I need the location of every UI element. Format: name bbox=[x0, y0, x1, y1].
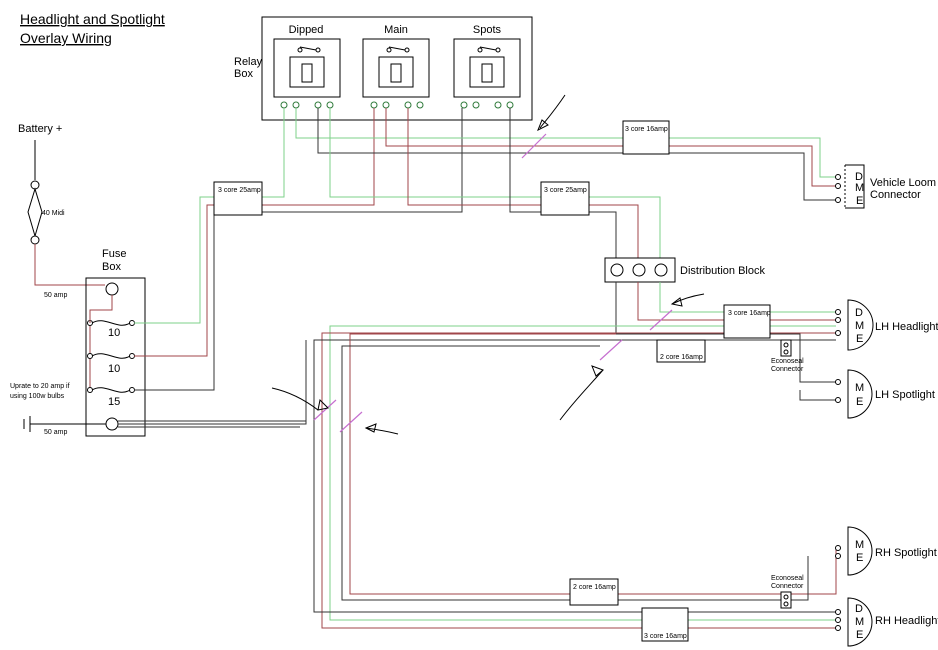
cable-label-3core-16-rh: 3 core 16amp bbox=[641, 607, 689, 642]
relay-main: Main bbox=[362, 24, 430, 98]
cable-label-2core-16-lh: 2 core 16amp bbox=[656, 339, 706, 363]
lh-headlight: D M E LH Headlight bbox=[835, 299, 938, 351]
rh-spotlight-label: RH Spotlight bbox=[875, 547, 937, 559]
fuse-3: 15 bbox=[87, 387, 135, 408]
svg-text:3 core 25amp: 3 core 25amp bbox=[544, 187, 587, 194]
relay-spots-label: Spots bbox=[473, 24, 502, 36]
svg-text:Econoseal: Econoseal bbox=[771, 575, 804, 582]
svg-text:E: E bbox=[856, 333, 863, 345]
relay-box: Relay Box Dipped Main Spots bbox=[234, 16, 533, 121]
svg-text:E: E bbox=[856, 629, 863, 641]
fuse-box-label-line2: Box bbox=[102, 261, 121, 273]
relay-to-loom-wires bbox=[295, 108, 836, 201]
svg-text:E: E bbox=[856, 552, 863, 564]
svg-text:Econoseal: Econoseal bbox=[771, 358, 804, 365]
lh-headlight-label: LH Headlight bbox=[875, 321, 938, 333]
relay-box-label-line1: Relay bbox=[234, 56, 263, 68]
relay-terminals bbox=[280, 101, 514, 109]
svg-text:M: M bbox=[855, 539, 864, 551]
vehicle-loom-connector: D M E Vehicle Loom Connector bbox=[835, 164, 936, 209]
cable-label-2core-16-rh: 2 core 16amp bbox=[569, 578, 619, 606]
fuse-note-line1: Uprate to 20 amp if bbox=[10, 383, 70, 390]
vehicle-loom-label-line2: Connector bbox=[870, 189, 921, 201]
cable-label-3core-16-lh: 3 core 16amp bbox=[723, 304, 771, 339]
svg-text:E: E bbox=[856, 396, 863, 408]
svg-text:Connector: Connector bbox=[771, 583, 804, 590]
fuse-1: 10 bbox=[87, 320, 135, 339]
cable-label-3core-16-top: 3 core 16amp bbox=[622, 120, 670, 155]
lh-spotlight-label: LH Spotlight bbox=[875, 389, 935, 401]
econoseal-connector-lh: Econoseal Connector bbox=[771, 339, 804, 373]
cable-cut-markers bbox=[313, 133, 673, 433]
svg-text:2 core 16amp: 2 core 16amp bbox=[660, 354, 703, 361]
econoseal-connector-rh: Econoseal Connector bbox=[771, 575, 804, 609]
svg-text:2 core 16amp: 2 core 16amp bbox=[573, 584, 616, 591]
svg-text:D: D bbox=[855, 603, 863, 615]
lh-spotlight: M E LH Spotlight bbox=[835, 369, 935, 419]
distribution-block-label: Distribution Block bbox=[680, 265, 765, 277]
svg-text:M: M bbox=[855, 320, 864, 332]
loom-pin-e: E bbox=[856, 195, 863, 207]
svg-text:M: M bbox=[855, 382, 864, 394]
battery-label: Battery + bbox=[18, 123, 62, 135]
relay-box-label-line2: Box bbox=[234, 68, 253, 80]
fuse-note-line2: using 100w bulbs bbox=[10, 393, 65, 400]
cable-label-3core-25-right: 3 core 25amp bbox=[540, 181, 590, 216]
loom-pin-d: D bbox=[855, 171, 863, 183]
relay-dipped: Dipped bbox=[273, 24, 341, 98]
relay-spots: Spots bbox=[453, 24, 521, 98]
svg-text:D: D bbox=[855, 307, 863, 319]
battery-feed: Battery + 40 Midi 50 amp bbox=[18, 123, 105, 299]
fuse-box-label-line1: Fuse bbox=[102, 248, 126, 260]
fuse-to-relay-wires bbox=[134, 108, 463, 391]
distribution-block: Distribution Block bbox=[604, 257, 765, 283]
earth-feed-label: 50 amp bbox=[44, 429, 67, 436]
relay-dipped-label: Dipped bbox=[289, 24, 324, 36]
rh-headlight: D M E RH Headlight bbox=[835, 597, 938, 647]
diagram-title-line2: Overlay Wiring bbox=[20, 30, 112, 46]
loom-pin-m: M bbox=[855, 182, 864, 194]
svg-text:3 core 16amp: 3 core 16amp bbox=[644, 633, 687, 640]
fuse-2-rating: 10 bbox=[108, 363, 120, 375]
distribution-output-wires bbox=[118, 282, 837, 629]
rh-spotlight: M E RH Spotlight bbox=[835, 526, 937, 576]
svg-text:Connector: Connector bbox=[771, 366, 804, 373]
midi-fuse-label: 40 Midi bbox=[42, 210, 65, 217]
fuse-3-rating: 15 bbox=[108, 396, 120, 408]
hand-drawn-arrows bbox=[271, 94, 705, 435]
svg-text:3 core 16amp: 3 core 16amp bbox=[625, 126, 668, 133]
svg-text:3 core 16amp: 3 core 16amp bbox=[728, 310, 771, 317]
earth-symbol: 50 amp bbox=[23, 416, 106, 436]
fuse-box: Fuse Box 10 10 15 Uprate to 20 amp if us… bbox=[10, 248, 146, 437]
diagram-title-line1: Headlight and Spotlight bbox=[20, 11, 165, 27]
fuse-2: 10 bbox=[87, 353, 135, 375]
svg-text:3 core 25amp: 3 core 25amp bbox=[218, 187, 261, 194]
battery-feed-label: 50 amp bbox=[44, 292, 67, 299]
rh-headlight-label: RH Headlight bbox=[875, 615, 938, 627]
vehicle-loom-label-line1: Vehicle Loom bbox=[870, 177, 936, 189]
relay-to-distribution-wires bbox=[329, 108, 661, 262]
fuse-1-rating: 10 bbox=[108, 327, 120, 339]
svg-text:M: M bbox=[855, 616, 864, 628]
relay-main-label: Main bbox=[384, 24, 408, 36]
cable-label-3core-25-left: 3 core 25amp bbox=[213, 181, 263, 216]
